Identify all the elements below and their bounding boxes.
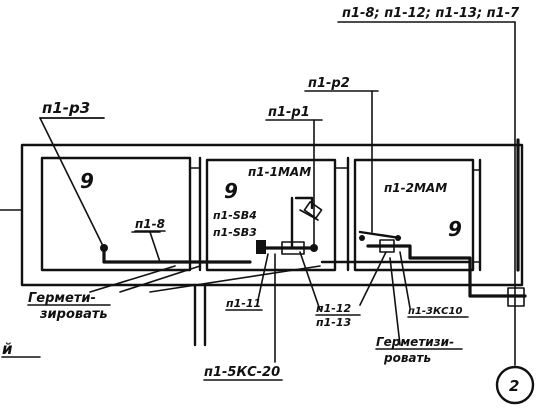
label-seal-right-1: Герметизи- bbox=[376, 335, 454, 349]
junction-node-left bbox=[100, 244, 108, 252]
label-p12: п1-12 bbox=[316, 302, 351, 315]
socket-box-mid bbox=[281, 241, 305, 255]
label-mam2: п1-2МАМ bbox=[384, 181, 447, 195]
label-p11: п1-11 bbox=[226, 297, 261, 310]
label-seal-left-2: зировать bbox=[39, 307, 108, 322]
devices bbox=[100, 201, 525, 307]
callout-number: 2 bbox=[509, 377, 519, 395]
building-outline bbox=[0, 138, 524, 287]
label-top-right: п1-8; п1-12; п1-13; п1-7 bbox=[342, 6, 520, 21]
junction-node-mid bbox=[310, 244, 318, 252]
label-p3: п1-р3 bbox=[42, 99, 90, 117]
label-underlines bbox=[1, 117, 469, 381]
label-sb3: п1-SВ3 bbox=[213, 226, 257, 239]
room-right bbox=[353, 158, 482, 272]
lamp-icon-mid bbox=[303, 201, 323, 219]
room-left bbox=[40, 156, 202, 272]
label-kc20: п1-5КС-20 bbox=[204, 365, 280, 380]
terminal-box bbox=[507, 287, 525, 307]
switch-block bbox=[256, 240, 266, 254]
label-seal-right-2: ровать bbox=[383, 351, 431, 365]
room-number-middle: 9 bbox=[224, 179, 238, 203]
callout-circle bbox=[495, 365, 535, 405]
label-p13: п1-13 bbox=[316, 316, 351, 329]
socket-box-right bbox=[379, 239, 395, 253]
column-support bbox=[193, 283, 207, 347]
label-p2: п1-р2 bbox=[308, 76, 350, 91]
seal-leaders bbox=[89, 251, 411, 363]
room-number-right: 9 bbox=[448, 217, 462, 241]
label-sb4: п1-SВ4 bbox=[213, 209, 257, 222]
room-number-left: 9 bbox=[80, 169, 94, 193]
label-p8: п1-8 bbox=[135, 217, 165, 231]
label-mam1: п1-1МАМ bbox=[248, 165, 311, 179]
label-kc10: п1-3КС10 bbox=[408, 306, 462, 317]
label-partial-left: й bbox=[2, 340, 13, 358]
label-seal-left-1: Гермети- bbox=[28, 291, 96, 306]
label-p1: п1-р1 bbox=[268, 105, 310, 120]
lamp-fixture-right bbox=[358, 230, 402, 240]
